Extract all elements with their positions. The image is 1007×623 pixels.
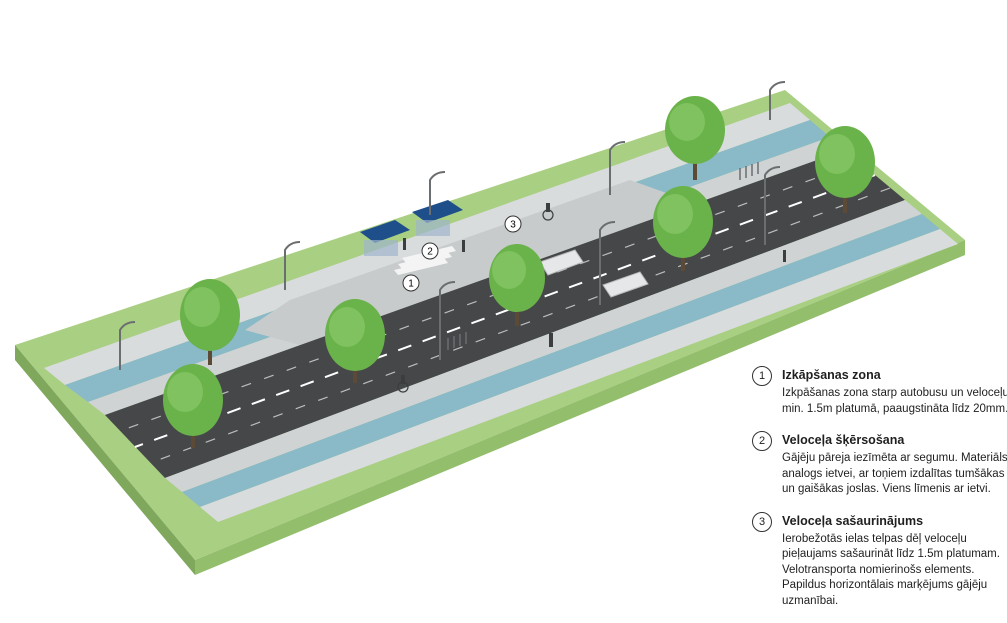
street-lamps [119,81,786,370]
legend-line: Izkpāšanas zona starp autobusu un veloce… [782,387,1007,399]
bus-shelter-left [360,220,410,256]
trees [163,96,875,448]
legend-line: Papildus horizontālais marķējums gājēju [782,579,988,591]
legend-number: 1 [752,366,772,386]
callout-1-number: 1 [408,279,414,290]
tree-1 [163,364,223,448]
legend-item: 2 Veloceļa šķērsošana Gājēju pāreja iezī… [752,431,1007,498]
legend-line: un gaišākas joslas. Viens līmenis ar iet… [782,483,991,495]
bike-racks [447,162,759,350]
tree-2 [180,279,240,365]
legend-item: 1 Izkāpšanas zona Izkpāšanas zona starp … [752,366,1007,417]
tree-5 [653,186,713,271]
tree-7 [815,126,875,213]
tree-4 [489,244,545,326]
road-lane-lines [119,161,891,464]
legend-description: Izkpāšanas zona starp autobusu un veloce… [782,386,1007,417]
callout-1: 1 [402,274,420,292]
callout-2: 2 [421,242,439,260]
legend-line: Ierobežotās ielas telpas dēļ veloceļu [782,532,967,545]
near-buffer-strip [165,200,922,492]
street-diagram: 1 2 3 [15,81,965,575]
legend-line: uzmanībai. [782,594,839,607]
legend-line: Velotransporta nomierinošs elements. [782,563,975,576]
road-centerline [134,174,876,448]
legend-description: Gājēju pāreja iezīmēta ar segumu. Materi… [782,451,1007,498]
callout-3-number: 3 [510,220,516,231]
legend-title: Veloceļa šķērsošana [782,433,905,447]
callout-3: 3 [504,215,522,233]
legend-number: 2 [752,431,772,451]
legend-line: min. 1.5m platumā, paaugstināta līdz 20m… [782,402,1007,415]
tree-3 [325,299,385,383]
grass-edge-side [15,345,195,575]
legend-title: Veloceļa sašaurinājums [782,513,924,528]
callout-2-number: 2 [427,247,433,258]
grass-edge-front [195,240,965,575]
near-bike-lane [182,214,940,507]
legend-line: pieļaujams sašaurināt līdz 1.5m platumam… [782,548,1000,560]
bus-shelter-right [412,200,463,236]
people [397,203,786,393]
legend-item: 3 Veloceļa sašaurinājums Ierobežotās iel… [752,511,1002,610]
near-sidewalk [200,229,958,522]
legend-description: Ierobežotās ielas telpas dēļ veloceļu pi… [782,532,1002,610]
legend-line: Gājēju pāreja iezīmēta ar segumu. Materi… [782,452,1007,464]
legend: 1 Izkāpšanas zona Izkpāšanas zona starp … [752,366,1007,623]
car-2 [602,271,649,298]
legend-line: analogs ietvei, ar toņiem izdalītas tumš… [782,467,1005,480]
car-1 [539,249,584,276]
tree-6 [665,96,725,180]
legend-title: Izkāpšanas zona [782,368,881,382]
legend-number: 3 [752,511,772,532]
